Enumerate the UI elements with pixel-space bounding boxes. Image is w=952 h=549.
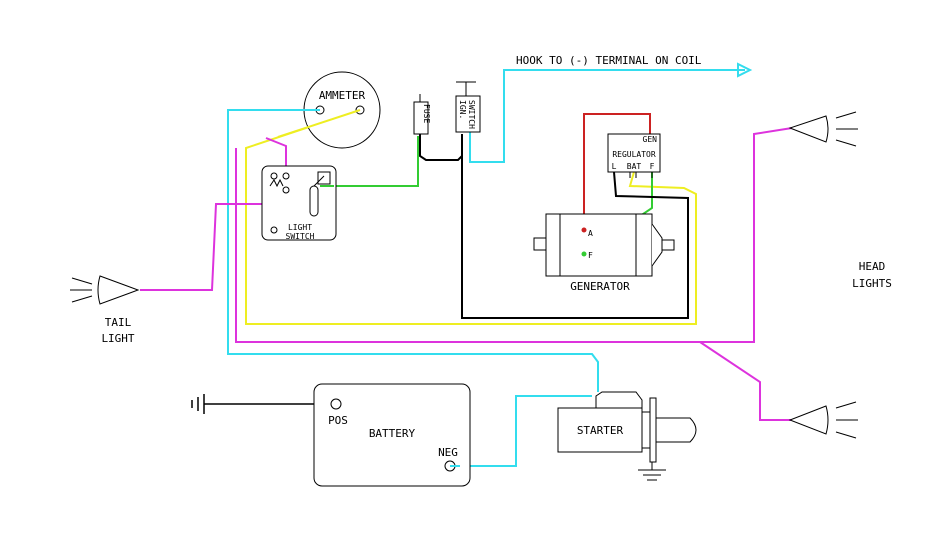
ammeter-label: AMMETER — [319, 89, 366, 102]
battery: POS BATTERY NEG — [313, 383, 471, 487]
wire-yellow-ammeter-regulator — [245, 109, 697, 325]
regulator-gen-label: GEN — [643, 135, 658, 144]
ign-switch-label: IGN. SWITCH — [458, 100, 476, 129]
light-switch-terminal — [282, 172, 290, 180]
wire-black-fuse-ign — [419, 134, 463, 161]
battery-pos-label: POS — [328, 414, 348, 427]
ignition-switch: IGN. SWITCH — [455, 81, 481, 133]
generator-terminal-a — [581, 227, 587, 233]
wire-red-regulator-generator — [583, 113, 651, 230]
generator: A F GENERATOR — [533, 213, 675, 293]
generator-a-label: A — [588, 229, 593, 238]
light-switch-label-1: LIGHT — [288, 223, 312, 232]
tail-light-label-2: LIGHT — [101, 332, 134, 345]
wire-cyan-coil — [469, 69, 745, 163]
battery-neg-label: NEG — [438, 446, 458, 459]
light-switch-label-2: SWITCH — [286, 232, 315, 241]
tail-light: TAIL LIGHT — [70, 275, 140, 345]
fuse-label: FUSE — [422, 104, 431, 123]
head-lights-label-2: LIGHTS — [852, 277, 892, 290]
wire-magenta-harness — [235, 127, 793, 343]
regulator-bat-label: BAT — [627, 162, 642, 171]
regulator-f-label: F — [650, 162, 655, 171]
head-lights-label-1: HEAD — [859, 260, 886, 273]
fuse: FUSE — [413, 94, 431, 135]
battery-label: BATTERY — [369, 427, 416, 440]
wire-cyan-ammeter-starter — [227, 109, 599, 392]
wire-cyan-battery-neg — [460, 395, 592, 467]
starter-label: STARTER — [577, 424, 624, 437]
regulator-label: REGULATOR — [612, 150, 656, 159]
hook-to-coil-label: HOOK TO (-) TERMINAL ON COIL — [516, 54, 702, 67]
wire-magenta-head-lower — [699, 341, 792, 421]
head-light-lower — [788, 401, 858, 439]
light-switch: LIGHT SWITCH — [261, 165, 337, 241]
ground-starter-icon — [638, 469, 666, 481]
regulator-l-label: L — [612, 162, 617, 171]
battery-pos-terminal — [330, 398, 342, 410]
ground-battery-icon — [191, 394, 205, 414]
head-light-upper — [788, 111, 858, 147]
arrow-to-coil — [737, 62, 753, 78]
wire-magenta-tail — [140, 203, 264, 291]
starter: STARTER — [557, 391, 697, 470]
generator-terminal-f — [581, 251, 587, 257]
generator-label: GENERATOR — [570, 280, 630, 293]
regulator: GEN REGULATOR L BAT F — [607, 133, 661, 178]
svg-text:SWITCH: SWITCH — [467, 100, 476, 129]
tail-light-label-1: TAIL — [105, 316, 132, 329]
wire-black-ign-regulator — [461, 156, 689, 319]
wire-green-fuse-switch — [320, 136, 419, 187]
svg-text:IGN.: IGN. — [458, 100, 467, 119]
generator-f-label: F — [588, 251, 593, 260]
